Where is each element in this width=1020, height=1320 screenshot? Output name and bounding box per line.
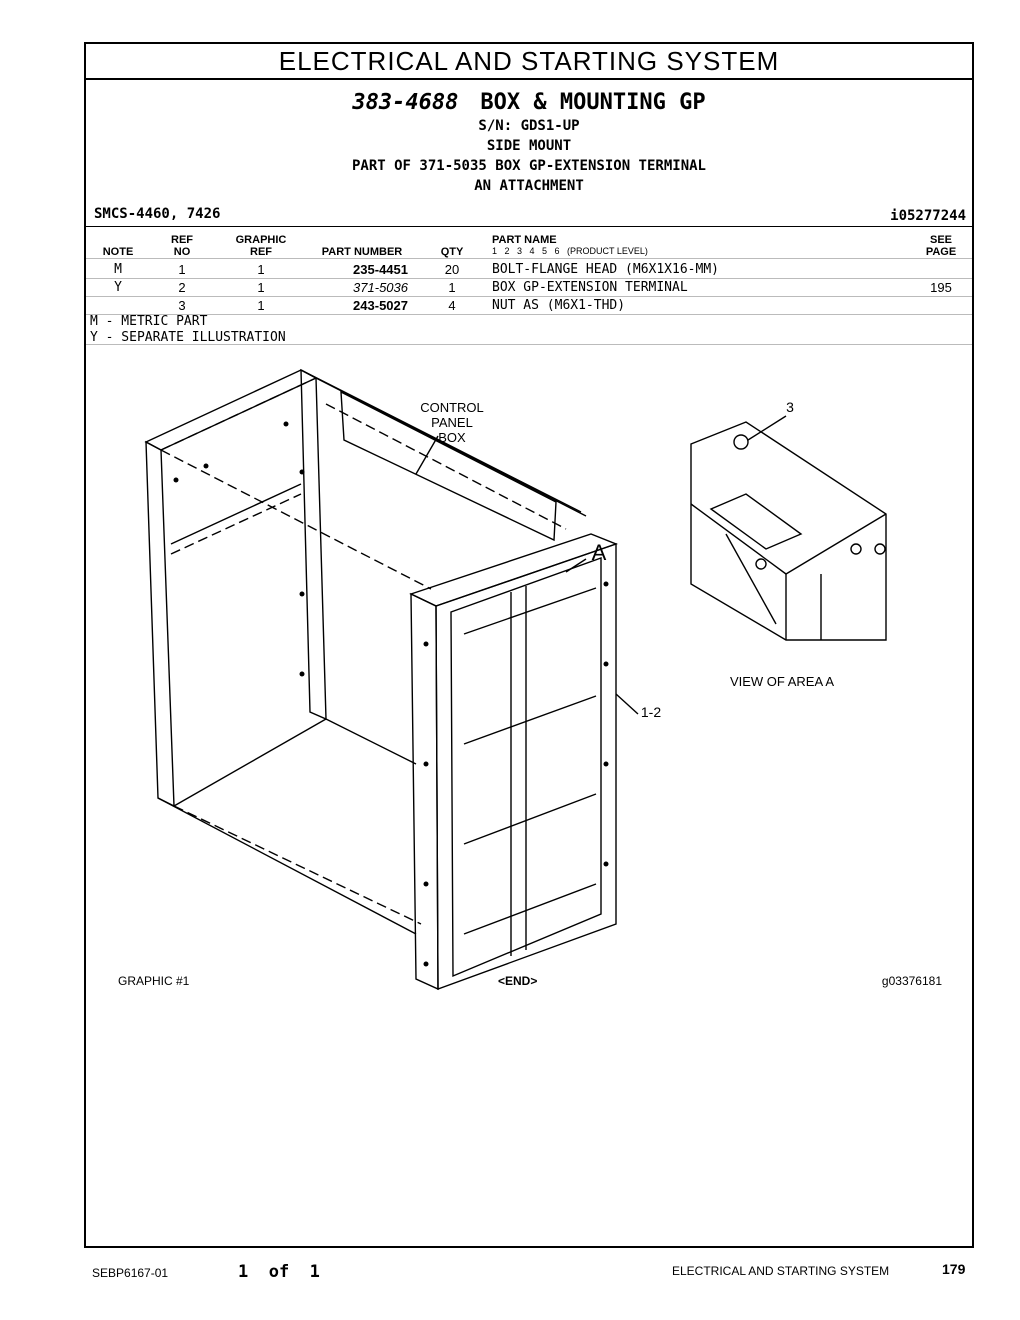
col-see-page-line1: SEE	[929, 234, 952, 246]
legend-metric: M - METRIC PART	[90, 314, 208, 329]
row-qty: 1	[448, 280, 456, 295]
col-ref-no-line2: NO	[173, 246, 191, 258]
row-ref: 1	[178, 262, 186, 277]
header-rule	[86, 258, 972, 259]
section-title: ELECTRICAL AND STARTING SYSTEM	[86, 44, 972, 80]
part-number-heading: 383-4688	[352, 90, 459, 115]
col-part-name: PART NAME	[492, 234, 557, 246]
part-heading: 383-4688 BOX & MOUNTING GP	[86, 90, 972, 115]
graphic-label: GRAPHIC #1	[118, 974, 190, 988]
row-graphic: 1	[257, 298, 265, 313]
serial-line: S/N: GDS1-UP	[478, 118, 580, 134]
callout-1-2: 1-2	[641, 704, 661, 720]
row-divider	[86, 314, 972, 315]
graphic-id: g03376181	[881, 974, 942, 988]
row-part-number[interactable]: 243-5027	[353, 298, 408, 313]
mount-line: SIDE MOUNT	[486, 138, 572, 154]
col-graphic-ref-line1: GRAPHIC	[235, 234, 287, 246]
row-ref: 2	[178, 280, 186, 295]
col-see-page-line2: PAGE	[925, 246, 957, 258]
attachment-line: AN ATTACHMENT	[474, 178, 584, 194]
col-graphic-ref-line2: REF	[250, 246, 272, 258]
row-note: M	[114, 262, 122, 277]
row-divider	[86, 296, 972, 297]
legend-separate: Y - SEPARATE ILLUSTRATION	[90, 330, 286, 345]
part-name-heading: BOX & MOUNTING GP	[480, 90, 706, 115]
row-ref: 3	[178, 298, 186, 313]
callout-3: 3	[786, 399, 794, 415]
callouts: CONTROL PANEL BOX A 1-2 3 VIEW OF AREA A	[420, 399, 834, 720]
row-part-name: BOLT-FLANGE HEAD (M6X1X16-MM)	[492, 262, 719, 277]
callout-control-panel-line3: BOX	[438, 430, 466, 445]
col-see-page: SEE PAGE	[918, 234, 964, 258]
row-qty: 20	[444, 262, 460, 277]
smcs-code: SMCS-4460, 7426	[94, 206, 221, 222]
callout-control-panel-line1: CONTROL	[420, 400, 484, 415]
row-see-page[interactable]: 195	[930, 280, 952, 295]
footer-page-number: 179	[942, 1261, 966, 1277]
col-ref-no: REF NO	[162, 234, 202, 258]
view-area-a-label: VIEW OF AREA A	[730, 674, 834, 689]
part-of-line: PART OF 371-5035 BOX GP-EXTENSION TERMIN…	[351, 158, 706, 174]
col-ref-no-line1: REF	[171, 234, 193, 246]
row-qty: 4	[448, 298, 456, 313]
frame-drawing	[144, 368, 887, 991]
legend-rule	[86, 344, 972, 345]
footer-page-count: 1 of 1	[238, 1262, 320, 1282]
col-part-number: PART NUMBER	[321, 246, 403, 258]
footer-doc-number: SEBP6167-01	[92, 1266, 169, 1280]
row-divider	[86, 278, 972, 279]
end-marker: <END>	[498, 974, 538, 988]
callout-a: A	[592, 540, 607, 565]
row-part-number[interactable]: 235-4451	[353, 262, 408, 277]
callout-control-panel-line2: PANEL	[431, 415, 473, 430]
table-top-rule	[86, 226, 972, 227]
row-graphic: 1	[257, 280, 265, 295]
row-graphic: 1	[257, 262, 265, 277]
bolt-holes	[173, 421, 609, 967]
row-part-name: BOX GP-EXTENSION TERMINAL	[492, 280, 688, 295]
row-part-name: NUT AS (M6X1-THD)	[492, 298, 626, 313]
footer-section: ELECTRICAL AND STARTING SYSTEM	[672, 1264, 890, 1278]
illustration-id: i05277244	[890, 208, 966, 224]
col-note: NOTE	[102, 246, 134, 258]
row-part-number[interactable]: 371-5036	[353, 280, 408, 295]
col-qty: QTY	[440, 246, 464, 258]
exploded-view-illustration: CONTROL PANEL BOX A 1-2 3 VIEW OF AREA A	[144, 368, 887, 991]
col-graphic-ref: GRAPHIC REF	[226, 234, 296, 258]
row-note: Y	[114, 280, 122, 295]
col-product-level: 1 2 3 4 5 6 (PRODUCT LEVEL)	[492, 246, 648, 256]
